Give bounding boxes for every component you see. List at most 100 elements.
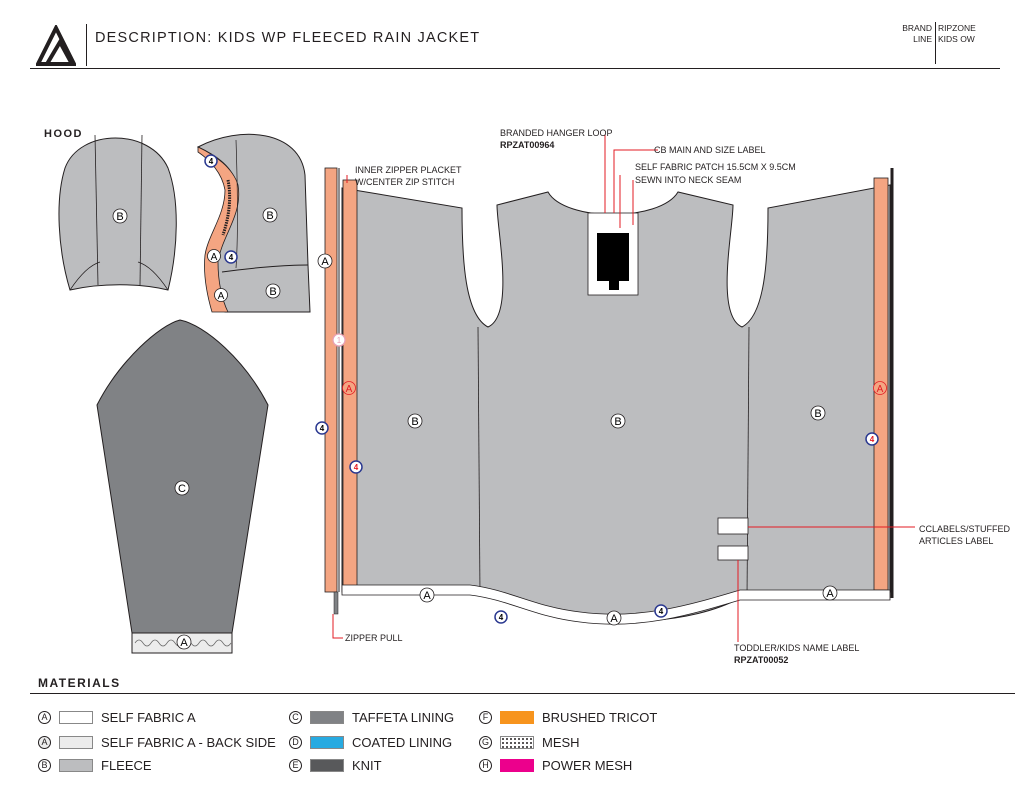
legend-knit: E KNIT [289,756,382,774]
zipper-pull-callout: ZIPPER PULL [345,633,403,643]
legend-label: MESH [542,734,580,750]
marker-text: 4 [320,424,325,433]
marker-body-b3: B [810,405,826,421]
body-panel [324,167,894,625]
legend-label: KNIT [352,757,382,773]
legend-swatch [59,758,93,772]
marker-text: A [346,384,353,395]
marker-hem-a2: A [606,610,622,626]
legend-swatch [310,735,344,749]
placket-callout-line1: INNER ZIPPER PLACKET [355,165,462,175]
brand-logo-mark [34,23,78,66]
materials-title: MATERIALS [38,676,121,690]
marker-text: B [116,211,123,223]
toddler-label-code: RPZAT00052 [734,655,789,665]
stitch-marker: 4 [224,250,238,264]
legend-swatch [310,758,344,772]
stitch-marker: 4 [204,154,218,168]
marker-text: A [211,252,218,263]
marker-hood-side-a2: A [214,288,228,302]
brand-value: RIPZONE [938,23,976,33]
cclabels-callout-line1: CCLABELS/STUFFED [919,524,1011,534]
legend-label: TAFFETA LINING [352,709,455,725]
legend-code: E [289,758,302,772]
marker-text: 4 [870,435,875,444]
marker-text: B [614,416,621,428]
legend-label: COATED LINING [352,734,453,750]
legend-label: SELF FABRIC A - BACK SIDE [101,734,276,750]
marker-text: C [178,483,186,495]
marker-placket-a1: A [317,253,333,269]
placket-callout-line2: W/CENTER ZIP STITCH [355,177,455,187]
legend-swatch [500,710,534,724]
marker-hem-a1: A [419,587,435,603]
legend-self-fabric-a: A SELF FABRIC A [38,708,196,726]
toddler-label-callout: TODDLER/KIDS NAME LABEL [734,643,860,653]
stitch-marker: 4 [865,432,879,446]
marker-text: 4 [209,157,214,166]
legend-swatch [59,710,93,724]
marker-text: A [877,384,884,395]
legend-code: C [289,710,302,724]
tech-drawing: B B B A A C A B B B A A A A A A 1 4 4 4 … [58,133,915,654]
hanger-loop-callout: BRANDED HANGER LOOP [500,128,613,138]
marker-text: 4 [499,613,504,622]
sleeve [96,319,269,654]
legend-self-fabric-a-back: A SELF FABRIC A - BACK SIDE [38,733,276,751]
marker-placket-a3: A [873,381,887,395]
legend-code: A [38,735,51,749]
marker-text: 4 [659,607,664,616]
legend-swatch [59,735,93,749]
header-rule [30,68,1000,69]
marker-text: A [826,588,834,600]
marker-text: 4 [354,463,359,472]
marker-sleeve-a: A [176,634,192,650]
legend-swatch [310,710,344,724]
header-divider [86,24,87,66]
hanger-loop-code: RPZAT00964 [500,140,555,150]
marker-text: A [423,590,431,602]
marker-text: 4 [229,253,234,262]
line-key: LINE [913,34,932,44]
page-title: DESCRIPTION: KIDS WP FLEECED RAIN JACKET [95,30,481,46]
legend-brushed-tricot: F BRUSHED TRICOT [479,708,657,726]
legend-code: H [479,758,492,772]
legend-code: A [38,710,51,724]
marker-placket-1: 1 [332,333,346,347]
stitch-marker: 4 [494,610,508,624]
marker-hood-side-a1: A [207,249,221,263]
marker-text: A [610,613,618,625]
marker-placket-a2: A [342,381,356,395]
stitch-marker: 4 [349,460,363,474]
cclabels-callout-line2: ARTICLES LABEL [919,536,994,546]
marker-body-b2: B [610,413,626,429]
marker-text: B [814,408,821,420]
legend-taffeta-lining: C TAFFETA LINING [289,708,454,726]
legend-fleece: B FLEECE [38,756,152,774]
legend-code: G [479,735,492,749]
legend-coated-lining: D COATED LINING [289,733,452,751]
marker-sleeve-c: C [174,480,190,496]
materials-rule [30,693,1015,694]
legend-label: BRUSHED TRICOT [542,709,658,725]
legend-label: FLEECE [101,757,152,773]
legend-code: B [38,758,51,772]
marker-text: 1 [337,336,342,345]
patch-callout-line2: SEWN INTO NECK SEAM [635,175,742,185]
legend-swatch [500,735,534,749]
legend-label: POWER MESH [542,757,633,773]
marker-body-b1: B [407,413,423,429]
brand-divider [935,22,936,64]
marker-text: B [266,210,273,222]
brand-logo [34,23,78,67]
line-value: KIDS OW [938,34,975,44]
stitch-marker: 4 [654,604,668,618]
legend-mesh: G MESH [479,733,580,751]
hood-side-view [196,133,311,313]
marker-hood-side-b1: B [262,207,278,223]
hood-label: HOOD [44,128,83,140]
patch-callout-line1: SELF FABRIC PATCH 15.5CM X 9.5CM [635,162,796,172]
callout-leaders [332,135,915,642]
cb-label-callout: CB MAIN AND SIZE LABEL [654,145,766,155]
legend-code: F [479,710,492,724]
